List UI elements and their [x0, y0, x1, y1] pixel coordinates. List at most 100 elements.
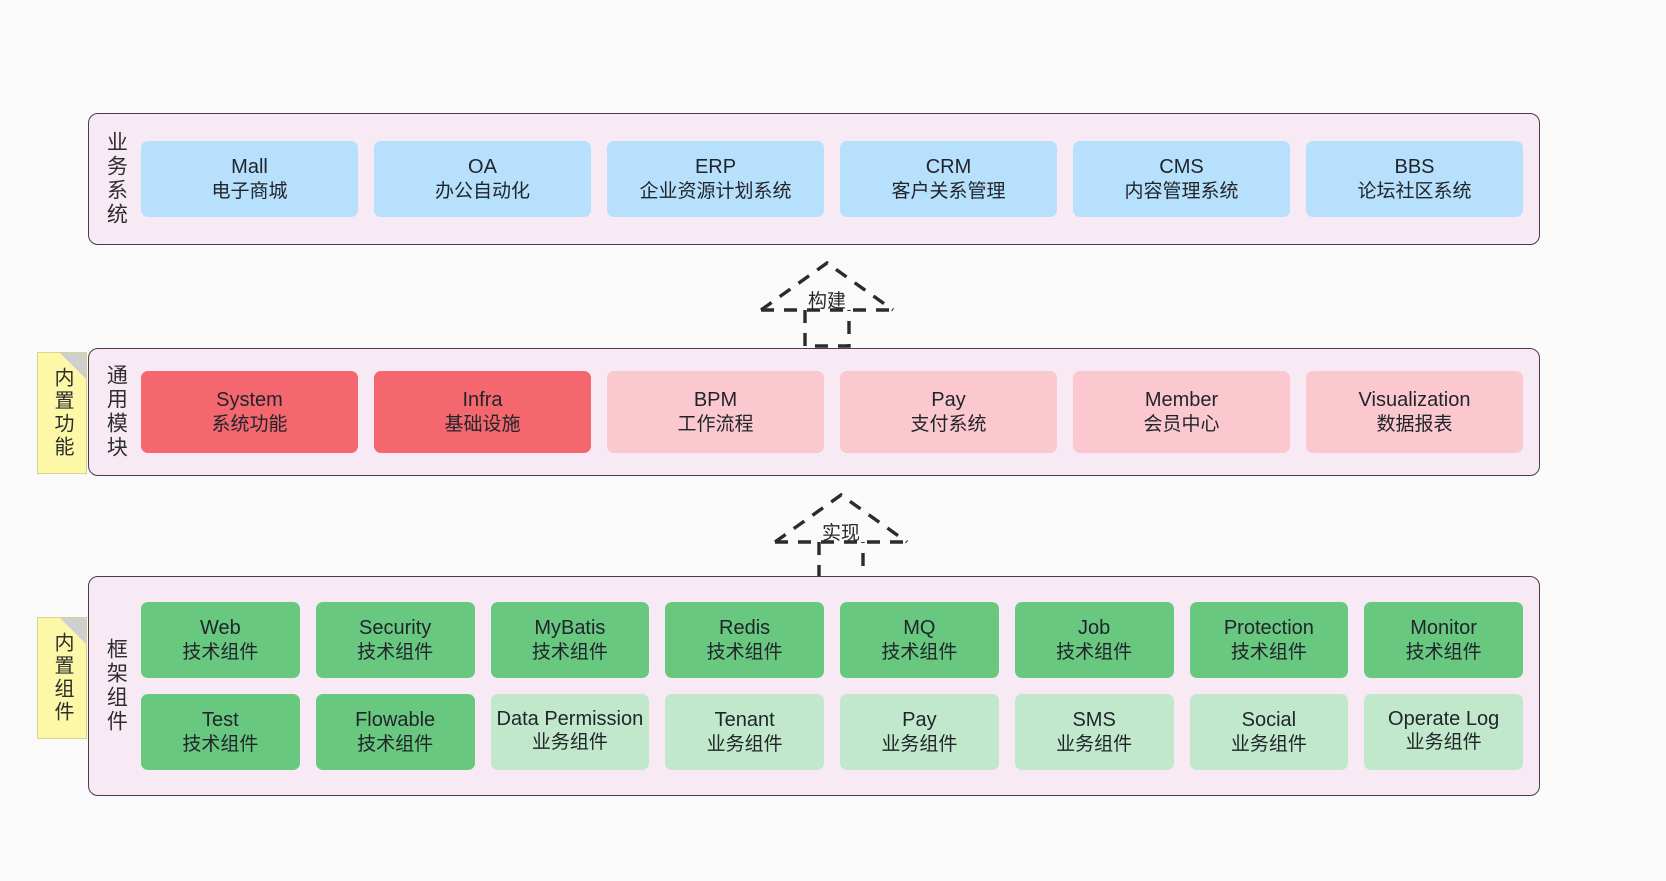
business-system-box-desc: 客户关系管理	[891, 180, 1006, 202]
framework-component-box-name: Data Permission	[496, 707, 644, 730]
framework-component-box-desc: 技术组件	[531, 641, 608, 663]
note-fold-corner-icon	[60, 618, 86, 644]
framework-component-box-desc: 技术组件	[357, 733, 434, 755]
note-builtin-components-text: 内置组件	[51, 632, 73, 724]
framework-component-box-desc: 业务组件	[1230, 733, 1307, 755]
framework-component-box-desc: 技术组件	[182, 641, 259, 663]
framework-component-box-name: MQ	[903, 616, 936, 639]
common-module-box-desc: 支付系统	[910, 413, 987, 435]
framework-component-box-name: Redis	[719, 616, 771, 639]
framework-component-box-desc: 业务组件	[531, 732, 608, 754]
framework-component-box-name: Protection	[1223, 616, 1314, 639]
layer-framework-label: 框架组件	[104, 638, 128, 734]
common-module-box-name: System	[216, 388, 283, 411]
common-module-box-desc: 基础设施	[444, 413, 521, 435]
framework-component-box-desc: 技术组件	[357, 641, 434, 663]
generalization-arrow-build-icon	[760, 260, 894, 348]
business-system-box-name: CMS	[1159, 155, 1204, 178]
business-system-box-name: Mall	[231, 155, 268, 178]
framework-component-box-name: Monitor	[1410, 616, 1477, 639]
framework-component-box-name: Tenant	[714, 708, 775, 731]
framework-component-box-name: Test	[202, 708, 239, 731]
note-fold-corner-icon	[60, 353, 86, 379]
connector-implement: 实现	[770, 490, 912, 580]
connector-build-label: 构建	[807, 291, 847, 312]
note-builtin-features-text: 内置功能	[51, 367, 73, 459]
common-module-box-name: BPM	[693, 388, 738, 411]
framework-component-box-desc: 技术组件	[881, 641, 958, 663]
framework-component-box-name: Social	[1241, 708, 1297, 731]
business-system-box-name: BBS	[1394, 155, 1435, 178]
framework-component-box-desc: 业务组件	[706, 733, 783, 755]
framework-component-box-name: SMS	[1072, 708, 1116, 731]
business-system-box-desc: 论坛社区系统	[1357, 180, 1472, 202]
framework-component-box-desc: 业务组件	[1056, 733, 1133, 755]
framework-component-box-name: Operate Log	[1388, 707, 1500, 730]
framework-component-box-name: Flowable	[355, 708, 436, 731]
business-system-box-name: CRM	[925, 155, 972, 178]
note-builtin-components: 内置组件	[37, 617, 87, 739]
note-builtin-features: 内置功能	[37, 352, 87, 474]
framework-component-box-name: Web	[199, 616, 241, 639]
layer-modules-label: 通用模块	[104, 364, 128, 460]
framework-component-box-desc: 技术组件	[182, 733, 259, 755]
common-module-box-name: Visualization	[1358, 388, 1471, 411]
framework-component-box-desc: 技术组件	[1405, 641, 1482, 663]
framework-component-box-name: Pay	[902, 708, 937, 731]
common-module-box-desc: 数据报表	[1376, 413, 1453, 435]
business-system-box-desc: 办公自动化	[434, 180, 530, 202]
common-module-box-desc: 工作流程	[677, 413, 754, 435]
connector-implement-label: 实现	[821, 523, 861, 544]
common-module-box-name: Pay	[931, 388, 966, 411]
framework-component-box-name: Security	[359, 616, 432, 639]
common-module-box-desc: 系统功能	[211, 413, 288, 435]
business-system-box-name: OA	[468, 155, 497, 178]
layer-business-label: 业务系统	[104, 131, 128, 227]
common-module-box-name: Infra	[462, 388, 503, 411]
framework-component-box-desc: 技术组件	[1056, 641, 1133, 663]
connector-build: 构建	[756, 258, 898, 348]
business-system-box-desc: 内容管理系统	[1124, 180, 1239, 202]
framework-component-box-desc: 技术组件	[706, 641, 783, 663]
framework-component-box-name: Job	[1078, 616, 1111, 639]
